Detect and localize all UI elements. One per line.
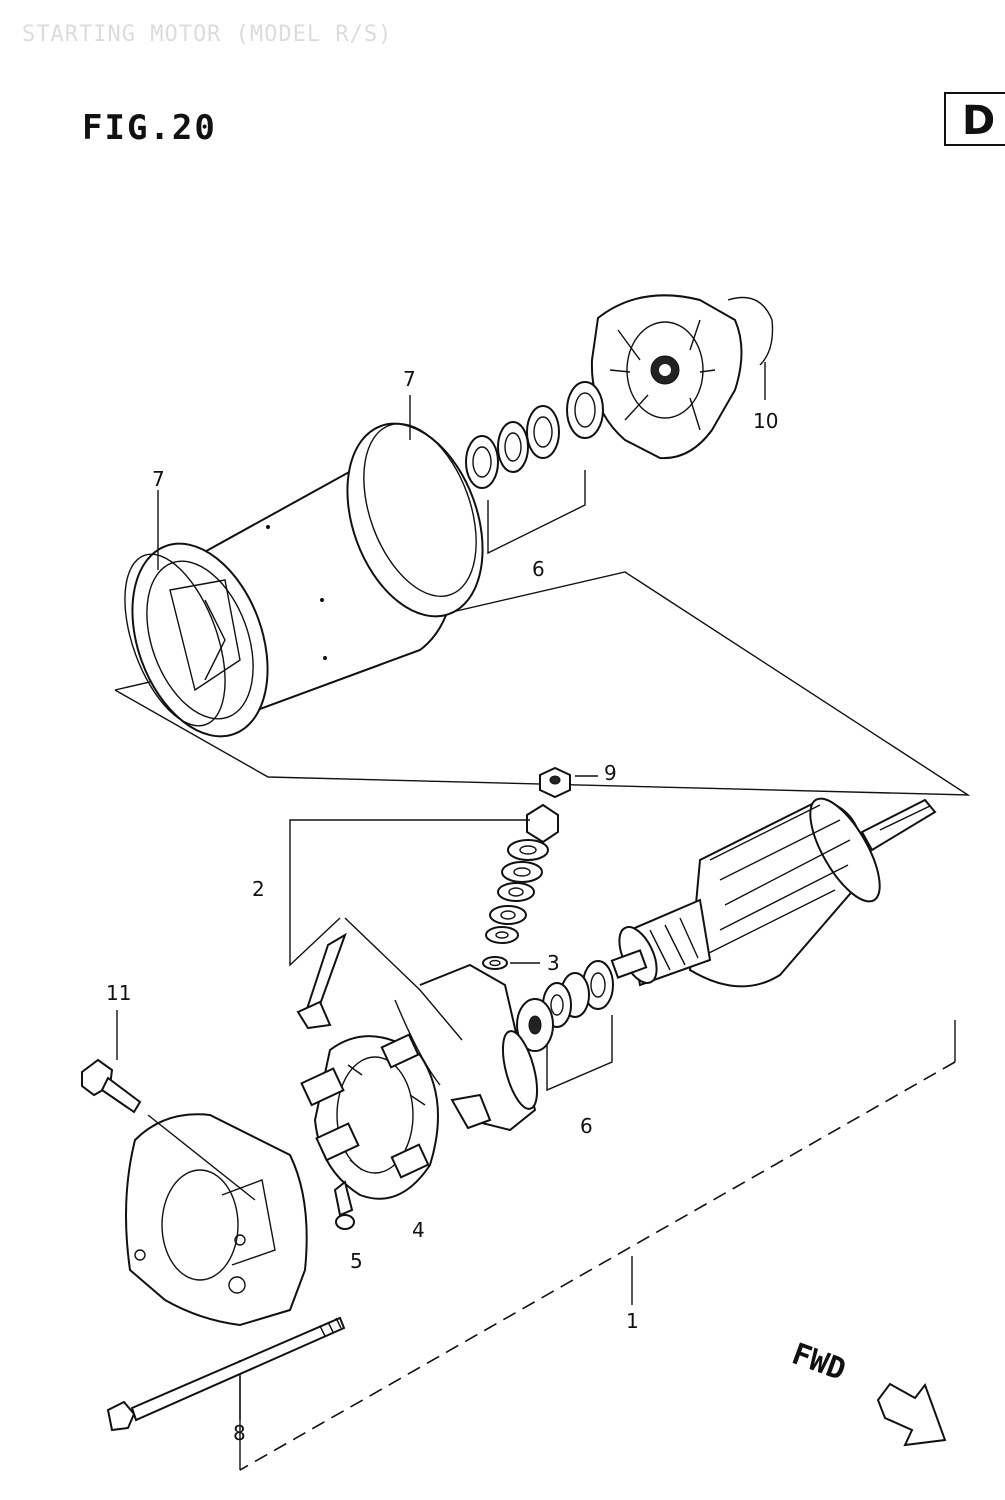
callout-part-7-upper: 7 xyxy=(403,367,416,391)
yoke-housing xyxy=(131,422,484,738)
callout-part-2: 2 xyxy=(252,877,265,901)
callout-part-5: 5 xyxy=(350,1249,363,1273)
through-bolt-part-8 xyxy=(106,1316,346,1432)
section-badge: D xyxy=(944,92,1005,146)
fwd-label: FWD xyxy=(787,1337,850,1388)
callout-part-10: 10 xyxy=(753,409,778,433)
callout-part-1: 1 xyxy=(626,1309,639,1333)
callout-part-9: 9 xyxy=(604,761,617,785)
header-caption: STARTING MOTOR (MODEL R/S) xyxy=(22,22,393,47)
washer-part-3 xyxy=(482,956,508,970)
callout-part-7-lower: 7 xyxy=(152,467,165,491)
o-ring-part-10 xyxy=(727,296,774,400)
washers-upper xyxy=(465,381,604,555)
terminal-nut-part-9 xyxy=(539,766,571,799)
brush-holder-part-4 xyxy=(300,1033,439,1200)
fwd-arrow-icon xyxy=(876,1382,947,1447)
callout-part-6-upper: 6 xyxy=(532,557,545,581)
callout-part-4: 4 xyxy=(412,1218,425,1242)
figure-title: FIG.20 xyxy=(82,108,217,148)
callout-part-8: 8 xyxy=(233,1421,246,1445)
armature xyxy=(610,797,937,988)
front-end-cover xyxy=(125,1113,308,1327)
screw-part-11 xyxy=(81,1010,142,1114)
callout-part-6-lower: 6 xyxy=(580,1114,593,1138)
o-ring-yoke-rear xyxy=(363,395,477,597)
terminal-bolt xyxy=(296,932,347,1030)
spring-clip-part-5 xyxy=(333,1180,355,1230)
rear-end-cover xyxy=(590,294,743,460)
washers-lower xyxy=(516,960,614,1092)
o-ring-yoke-front xyxy=(124,490,226,727)
callout-part-3: 3 xyxy=(547,951,560,975)
terminal-hardware-stack xyxy=(289,803,559,967)
callout-part-11: 11 xyxy=(106,981,131,1005)
brush-plate xyxy=(344,917,539,1132)
